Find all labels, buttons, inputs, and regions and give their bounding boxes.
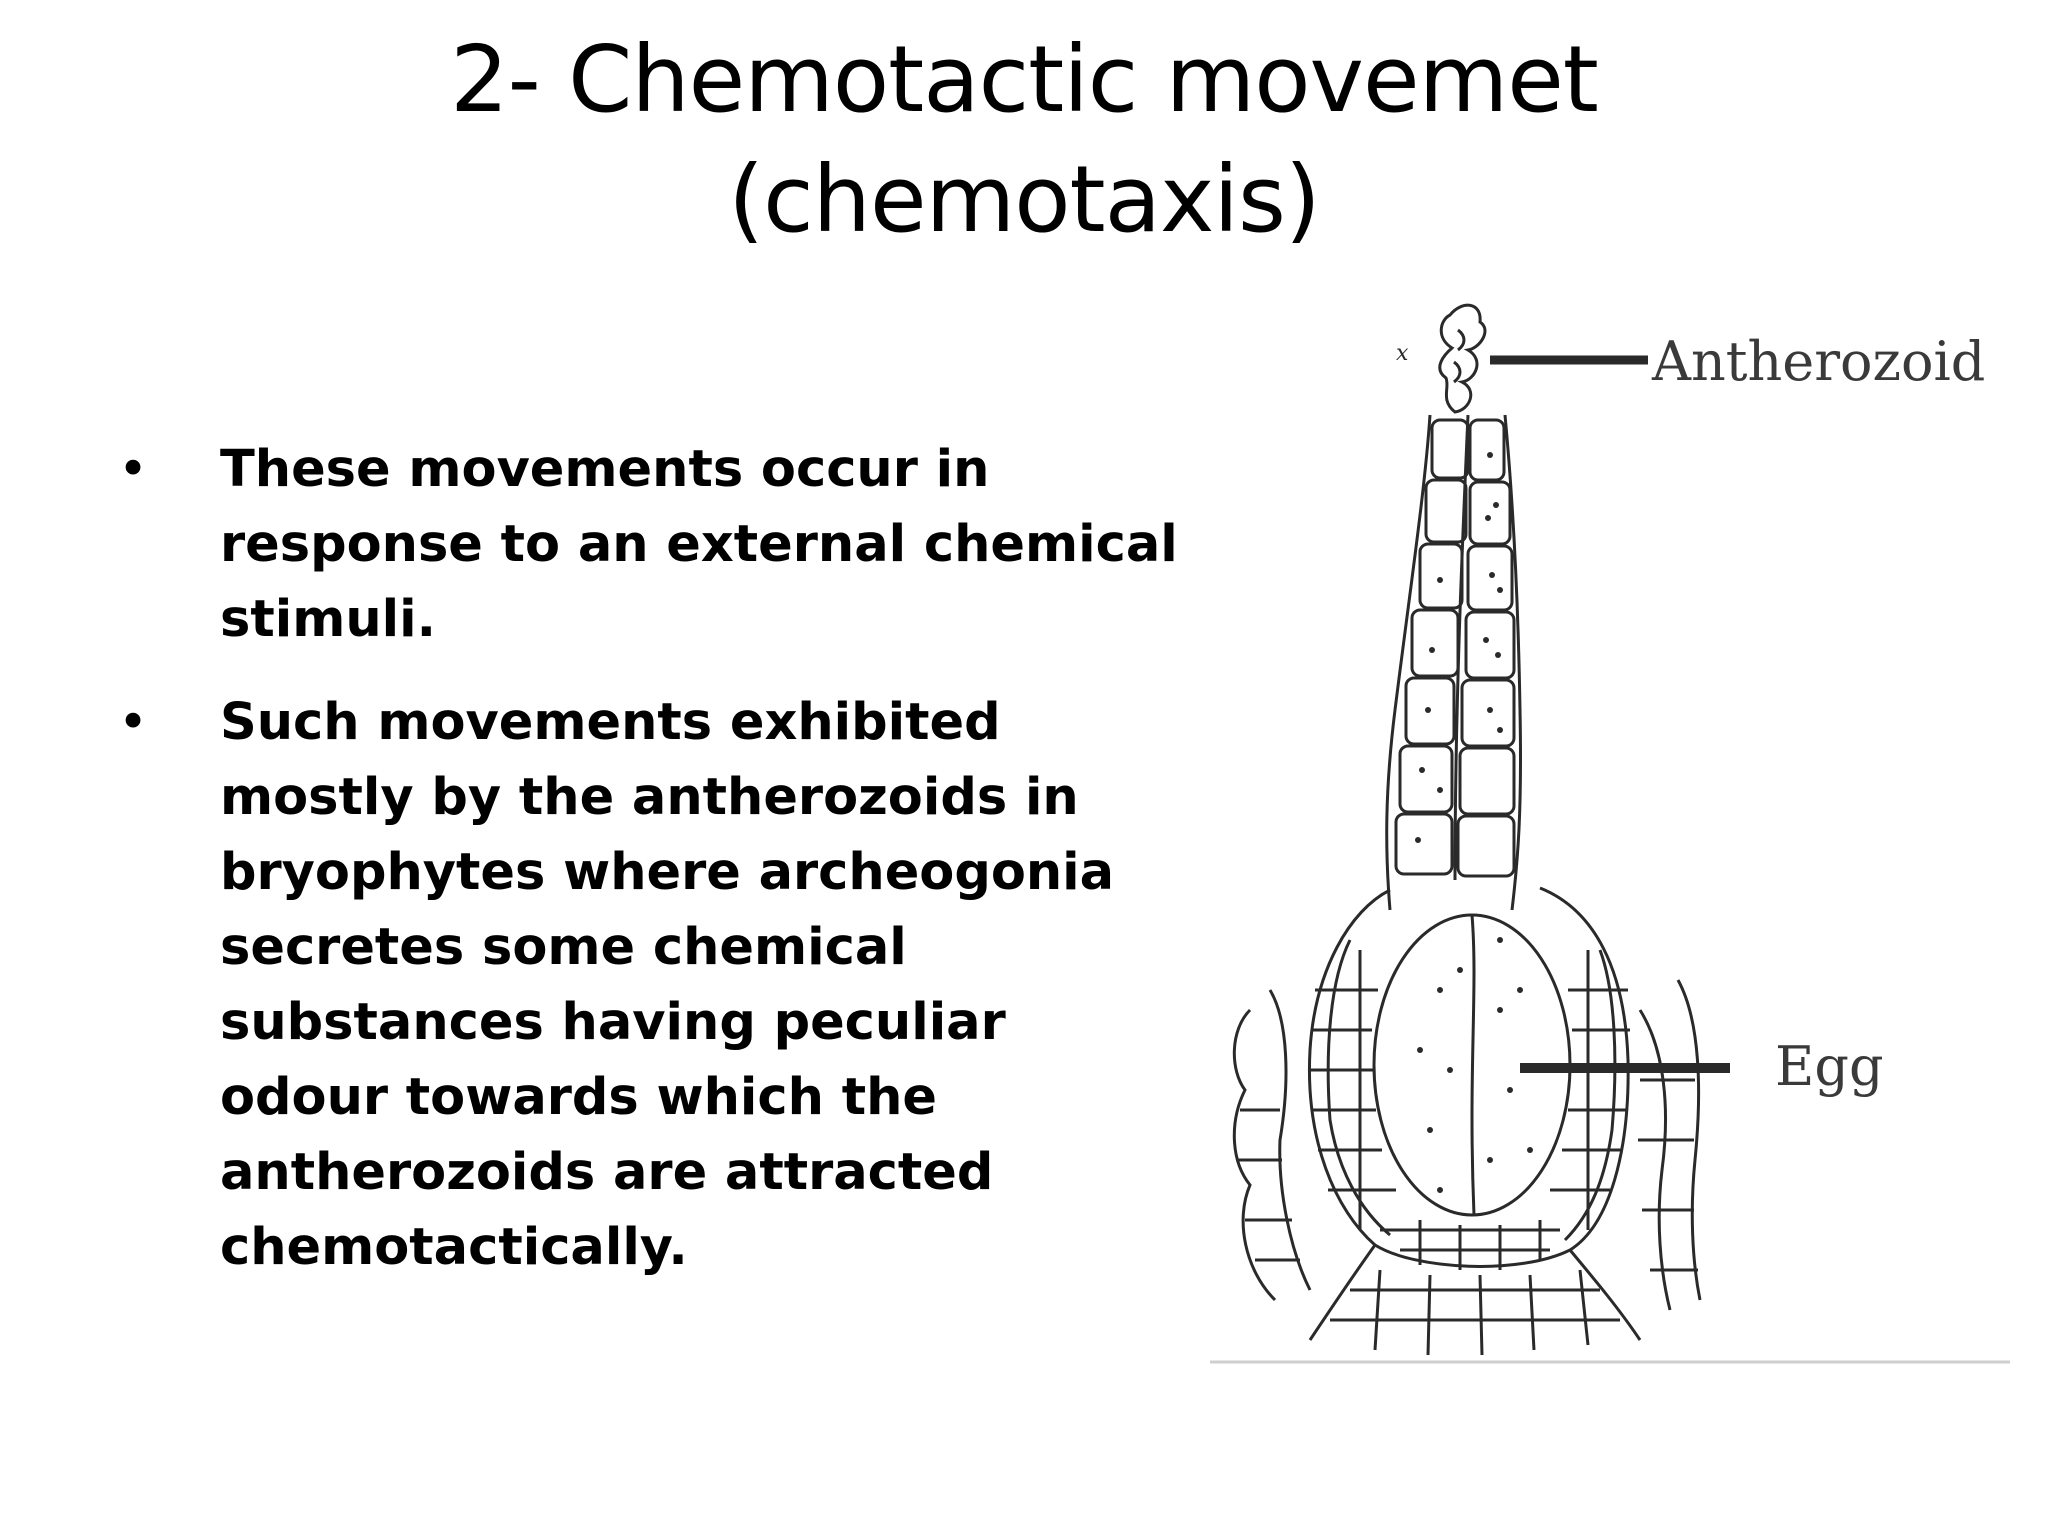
bullet-list: • These movements occur in response to a…: [110, 432, 1190, 1313]
slide-title: 2- Chemotactic movemet (chemotaxis): [0, 20, 2048, 260]
antherozoid-label: Antherozoid: [1651, 330, 1985, 393]
title-line-2: (chemotaxis): [728, 146, 1321, 253]
x-mark: x: [1396, 341, 1409, 366]
archegonium-outline: [1232, 303, 1730, 1356]
bullet-item: • Such movements exhibited mostly by the…: [110, 685, 1190, 1285]
archegonium-drawing: Antherozoid Egg x: [1210, 303, 2010, 1364]
bullet-dot: •: [118, 693, 149, 752]
bullet-dot: •: [118, 440, 149, 499]
bullet-text: These movements occur in response to an …: [220, 440, 1178, 649]
cell-dots: [1415, 452, 1533, 1193]
bullet-item: • These movements occur in response to a…: [110, 432, 1190, 657]
egg-label: Egg: [1775, 1035, 1884, 1098]
bullet-text: Such movements exhibited mostly by the a…: [220, 693, 1115, 1277]
title-line-1: 2- Chemotactic movemet: [450, 26, 1599, 133]
archegonium-figure: Antherozoid Egg x: [1200, 290, 2020, 1380]
